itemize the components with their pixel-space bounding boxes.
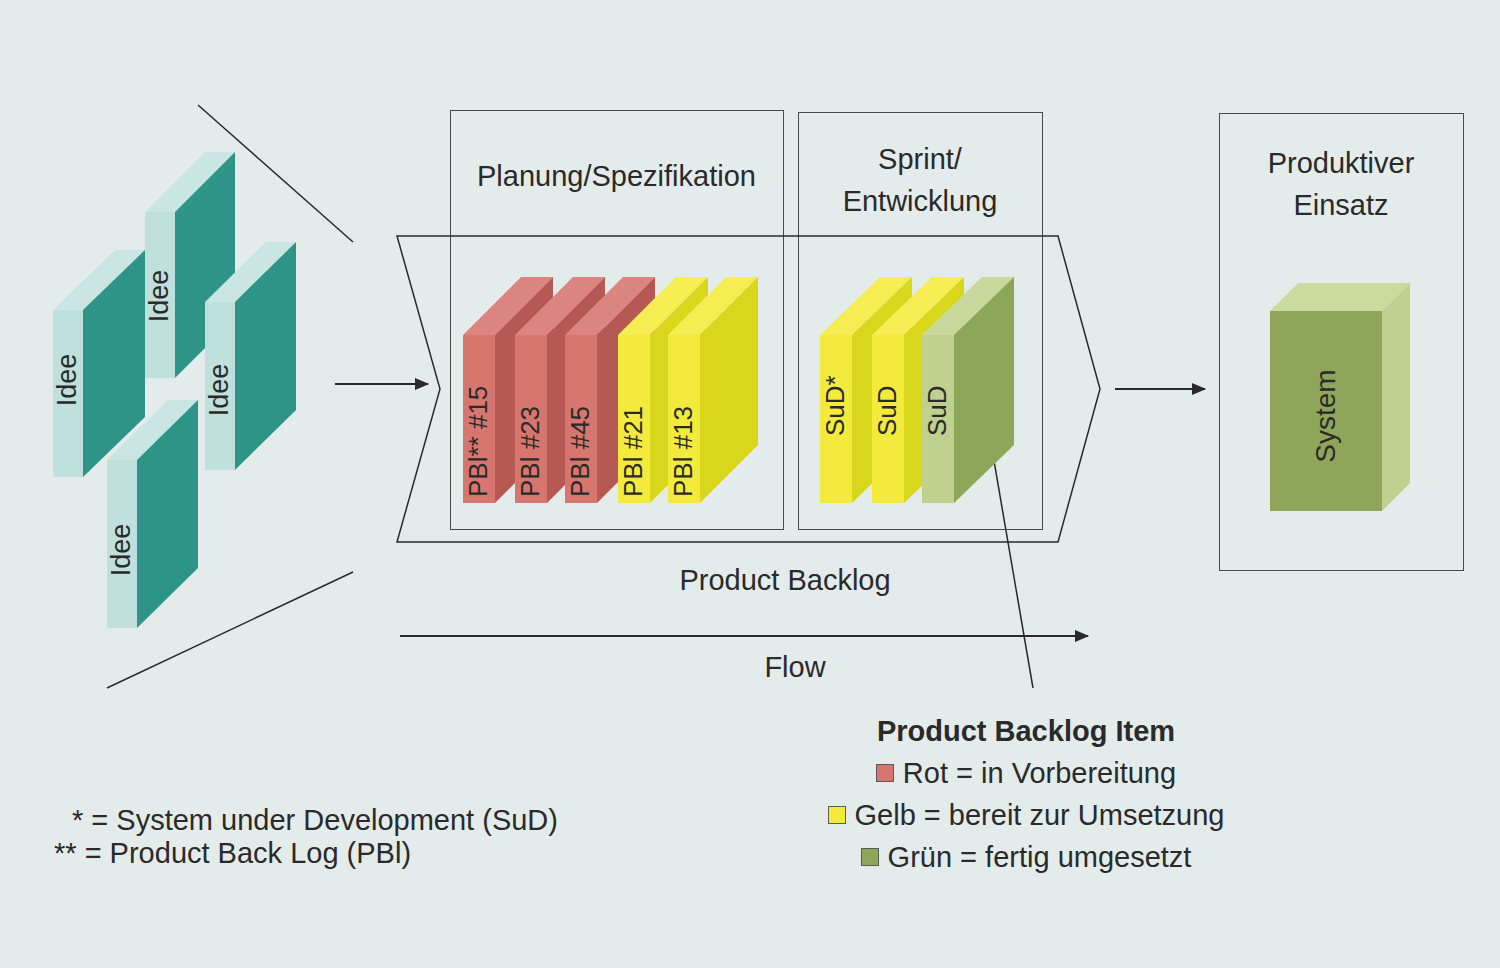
front-face <box>922 335 954 503</box>
label-holder: ** = Product Back Log (PBl) <box>54 834 814 872</box>
front-face <box>872 335 904 503</box>
front-face <box>107 460 137 628</box>
legend-row: Gelb = bereit zur Umsetzung <box>800 793 1252 835</box>
phase-box: Sprint/ EntwicklungSuD* SuD SuD <box>798 112 1043 530</box>
item-label: PBl #13 <box>669 405 699 496</box>
system-label: System <box>1309 369 1341 462</box>
legend-row: Rot = in Vorbereitung <box>800 751 1252 793</box>
chevron-outline <box>397 236 1100 542</box>
legend-text: Gelb = bereit zur Umsetzung <box>855 799 1225 831</box>
item-label: SuD <box>873 385 903 436</box>
band-label: Product Backlog <box>585 561 985 599</box>
flow-arrow <box>400 635 1088 637</box>
system-block: System <box>1270 283 1410 511</box>
text-holder: Planung/Spezifikation <box>461 157 772 195</box>
backlog-item: PBl #13 <box>668 277 758 503</box>
item-label: PBl #45 <box>566 405 596 496</box>
item-label: PBl #23 <box>516 405 546 496</box>
footnote: * = System under Development (SuD) <box>72 801 832 839</box>
phase-box: Produktiver EinsatzSystem <box>1219 113 1464 571</box>
side-face <box>137 400 198 628</box>
legend-text: Rot = in Vorbereitung <box>903 757 1176 789</box>
backlog-band: Product Backlog <box>397 236 1100 606</box>
legend-title: Product Backlog Item <box>826 712 1226 750</box>
legend-swatch <box>861 848 879 866</box>
idea-label: Idee <box>204 364 235 417</box>
front-face <box>53 310 83 477</box>
side-face <box>954 277 1014 503</box>
front-face <box>145 212 175 378</box>
label-holder: * = System under Development (SuD) <box>72 801 832 839</box>
idea-block: Idee <box>205 242 296 470</box>
text-holder: Product Backlog <box>585 561 985 599</box>
front-face <box>515 335 547 503</box>
idea-label: Idee <box>106 524 137 577</box>
front-face <box>668 335 700 503</box>
legend-text: Grün = fertig umgesetzt <box>888 841 1192 873</box>
idea-label: Idee <box>144 270 175 323</box>
label-holder: Flow <box>595 648 995 686</box>
chevron-shape <box>397 236 1100 542</box>
footnote: ** = Product Back Log (PBl) <box>54 834 814 872</box>
item-label: PBl #21 <box>619 405 649 496</box>
front-face <box>618 335 650 503</box>
label-holder: Product Backlog Item <box>826 712 1226 750</box>
legend-swatch <box>828 806 846 824</box>
item-label: SuD* <box>821 375 851 436</box>
item-label: SuD <box>923 385 953 436</box>
flow-connector <box>1115 388 1205 390</box>
phase-title: Produktiver Einsatz <box>1230 142 1452 226</box>
phase-title: Sprint/ Entwicklung <box>809 138 1031 222</box>
legend-row: Grün = fertig umgesetzt <box>800 835 1252 877</box>
flow-label: Flow <box>595 648 995 686</box>
side-face <box>700 277 758 503</box>
idea-label: Idee <box>52 354 83 407</box>
front-face <box>1270 311 1382 511</box>
flow-connector <box>335 383 428 385</box>
text-holder: Produktiver Einsatz <box>1230 142 1452 226</box>
text-holder: Sprint/ Entwicklung <box>809 138 1031 222</box>
phase-title: Planung/Spezifikation <box>461 157 772 195</box>
front-face <box>463 335 495 503</box>
side-face <box>1382 283 1410 511</box>
side-face <box>235 242 296 470</box>
front-face <box>565 335 597 503</box>
idea-block: Idee <box>107 400 198 628</box>
phase-box: Planung/SpezifikationPBl** #15 PBl #23 PBl… <box>450 110 784 530</box>
item-label: PBl** #15 <box>464 385 494 496</box>
sud-item: SuD <box>922 277 1014 503</box>
block-shape <box>205 242 296 470</box>
legend-swatch <box>876 764 894 782</box>
block-shape <box>107 400 198 628</box>
front-face <box>820 335 852 503</box>
front-face <box>205 302 235 470</box>
legend: Rot = in VorbereitungGelb = bereit zur U… <box>800 751 1252 877</box>
